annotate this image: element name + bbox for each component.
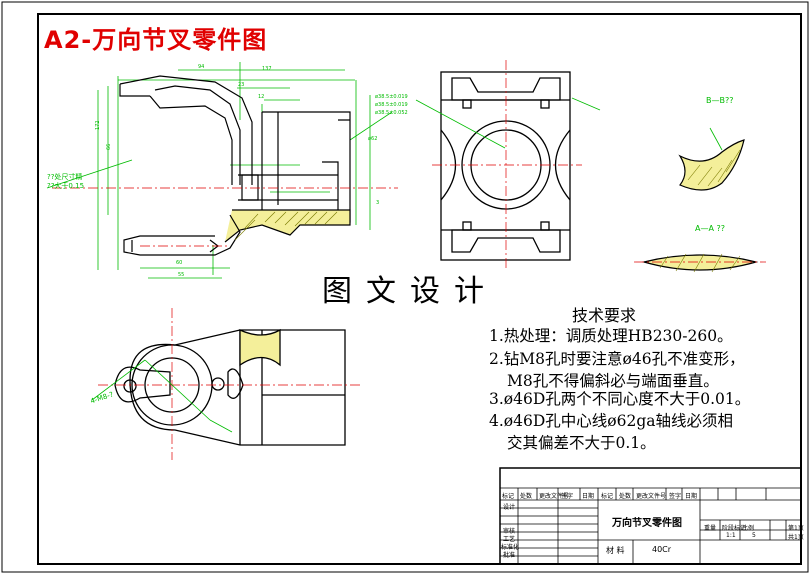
section-a-label: A—A ?? — [695, 224, 725, 233]
tb-right-header: 比例 — [742, 525, 755, 532]
material-value: 40Cr — [652, 545, 672, 554]
svg-text:ø62: ø62 — [368, 136, 377, 142]
svg-text:ø38.5±0.052: ø38.5±0.052 — [375, 110, 408, 116]
left-note-1: ??处尺寸精 — [47, 173, 83, 181]
svg-text:55: 55 — [178, 272, 184, 278]
sheet-total: 共1页 — [788, 534, 804, 541]
tb-col-header: 处数 — [619, 493, 632, 500]
section-a — [634, 253, 766, 273]
tb-row-label: 标准化 — [501, 544, 520, 551]
tb-col-header: 标记 — [502, 493, 515, 500]
material-label: 材 料 — [606, 546, 625, 555]
watermark-text: 图文设计 — [322, 274, 498, 309]
sheet-number: 第1页 — [788, 525, 804, 532]
part-name: 万向节叉零件图 — [612, 518, 682, 529]
inner-frame — [37, 13, 802, 565]
svg-text:ø38.5±0.019: ø38.5±0.019 — [375, 94, 408, 100]
drawing-title: A2-万向节叉零件图 — [44, 26, 268, 54]
front-view: 137 94 23 12 172 66 60 55 ø38.5±0.019 ø3… — [46, 62, 408, 279]
side-view — [415, 60, 601, 268]
svg-text:3: 3 — [376, 200, 379, 206]
scale-value: 1:1 — [726, 532, 736, 539]
tb-right-header: 重量 — [704, 525, 717, 532]
quantity-value: 5 — [752, 532, 756, 539]
section-b — [678, 127, 745, 191]
requirements-heading: 技术要求 — [572, 306, 637, 325]
requirement-item: 交其偏差不大于0.1。 — [507, 434, 656, 452]
requirement-item: M8孔不得偏斜必与端面垂直。 — [507, 372, 719, 390]
svg-text:66: 66 — [106, 144, 112, 150]
requirement-item: 4.ø46D孔中心线ø62ga轴线必须相 — [489, 412, 733, 430]
tb-row-label: 工艺 — [503, 536, 516, 543]
tb-row-label: 审核 — [503, 528, 516, 535]
left-note-2: ??大于0.15 — [47, 182, 85, 190]
tb-col-header: 更改文件号 — [636, 493, 667, 500]
tb-col-header: 签字 — [669, 493, 682, 500]
tb-row-label: 设计 — [503, 504, 516, 511]
requirement-item: 3.ø46D孔两个不同心度不大于0.01。 — [489, 390, 751, 408]
tb-col-header: 日期 — [685, 493, 698, 500]
section-b-label: B—B?? — [706, 96, 734, 105]
tb-col-header: 更改文件号 — [539, 493, 570, 500]
svg-text:23: 23 — [238, 82, 244, 88]
top-view — [91, 308, 360, 460]
svg-text:ø38.5±0.019: ø38.5±0.019 — [375, 102, 408, 108]
title-block-frame — [499, 467, 802, 565]
tb-col-header: 处数 — [520, 493, 533, 500]
requirement-item: 2.钻M8孔时要注意ø46孔不准变形， — [489, 350, 745, 368]
tb-row-label: 批准 — [503, 552, 516, 559]
tb-col-header: 标记 — [601, 493, 614, 500]
requirement-item: 1.热处理：调质处理HB230-260。 — [489, 327, 733, 345]
tb-col-header: 签字 — [561, 493, 574, 500]
tb-right-header: 阶段标记 — [722, 525, 747, 532]
svg-text:94: 94 — [198, 64, 204, 70]
svg-text:137: 137 — [262, 66, 272, 72]
svg-text:172: 172 — [95, 120, 101, 130]
svg-text:12: 12 — [258, 94, 264, 100]
tb-col-header: 日期 — [582, 493, 595, 500]
svg-text:60: 60 — [176, 260, 182, 266]
